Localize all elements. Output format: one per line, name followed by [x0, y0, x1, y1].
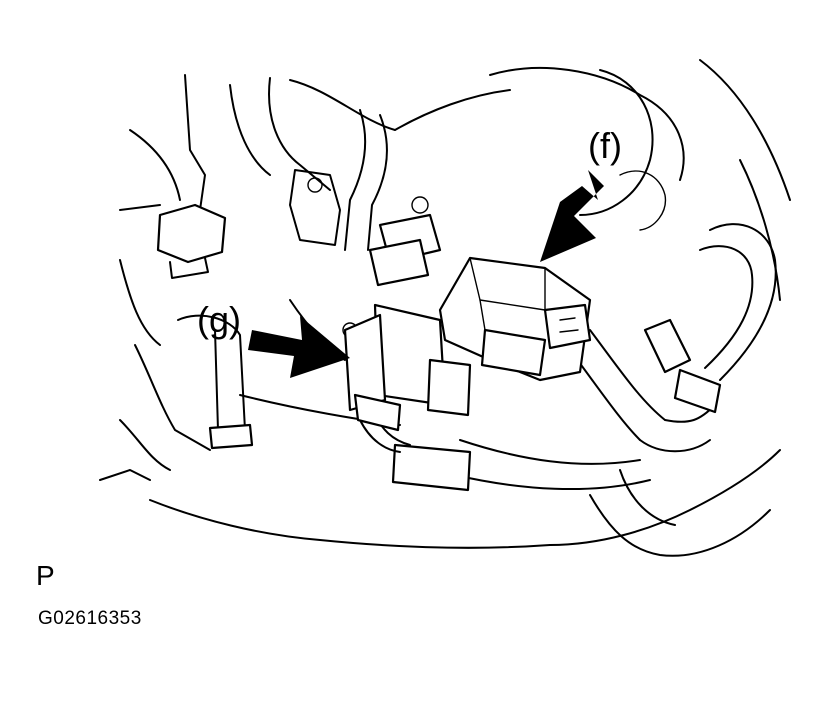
connector-f	[438, 256, 592, 382]
callout-label-f: (f)	[588, 125, 622, 166]
wire-harness	[359, 223, 777, 492]
arrow-g	[248, 316, 350, 378]
arrow-f	[540, 170, 604, 262]
figure-id: G02616353	[38, 608, 142, 629]
callout-label-g: (g)	[197, 299, 241, 340]
engine-block	[99, 59, 791, 557]
connector-g	[343, 303, 472, 432]
view-letter: P	[36, 560, 55, 591]
